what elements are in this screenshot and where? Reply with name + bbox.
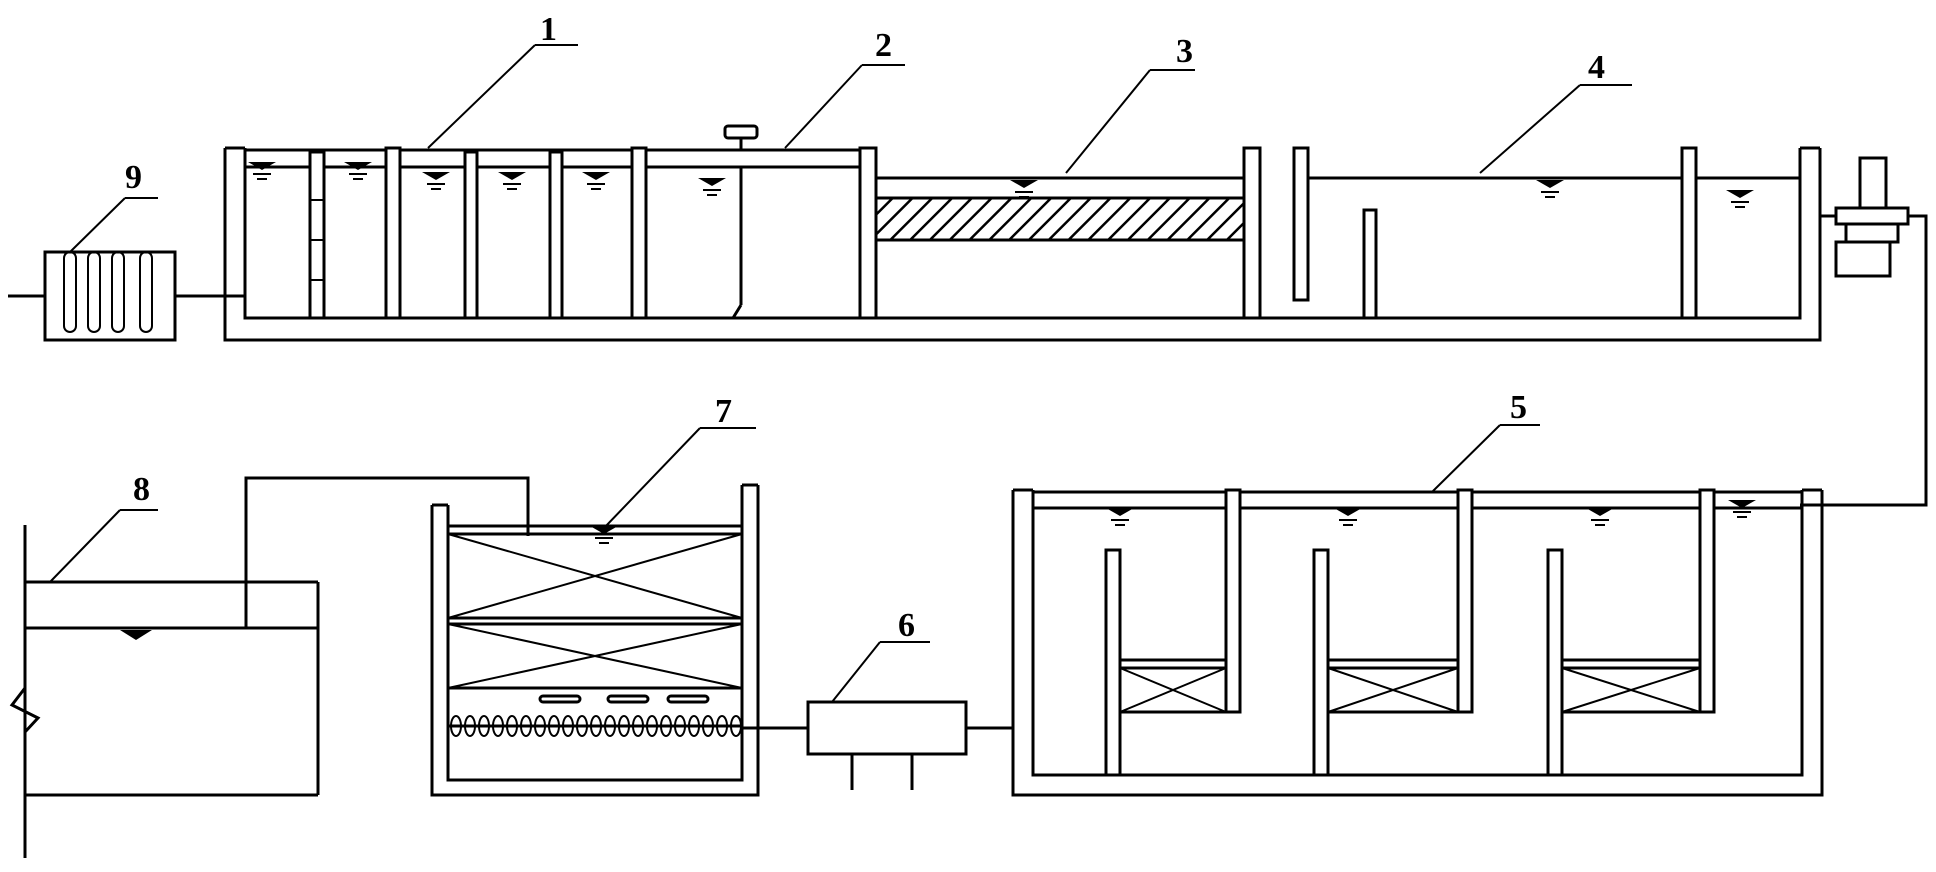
- unit-6-box: [740, 700, 1013, 790]
- label-2: 2: [875, 27, 892, 64]
- unit-9-pretreatment: [8, 250, 245, 342]
- media-block: [1560, 658, 1702, 714]
- unit-7-filter: [430, 483, 760, 797]
- unit-8-tank: [9, 525, 320, 858]
- label-7: 7: [715, 393, 732, 430]
- label-4: 4: [1588, 49, 1605, 86]
- label-8: 8: [133, 471, 150, 508]
- leader-lines: [49, 44, 1632, 703]
- upper-tank: [223, 124, 1822, 342]
- label-3: 3: [1176, 33, 1193, 70]
- label-1: 1: [540, 11, 557, 48]
- label-5: 5: [1510, 389, 1527, 426]
- pipe-7-to-8: [244, 476, 530, 628]
- label-9: 9: [125, 159, 142, 196]
- media-block: [1326, 658, 1460, 714]
- label-6: 6: [898, 607, 915, 644]
- unit-5-tank: [1011, 488, 1824, 797]
- media-block: [1118, 658, 1228, 714]
- pump: [1800, 156, 1928, 507]
